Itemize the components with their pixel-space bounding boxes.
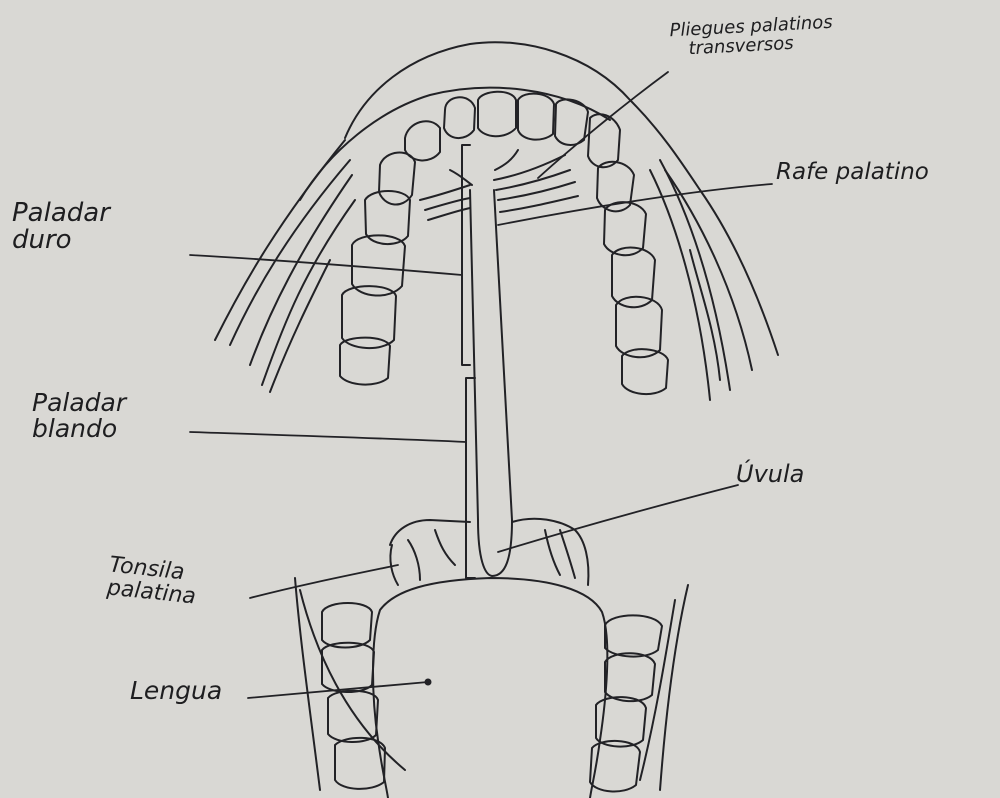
- tongue-outline: [373, 578, 607, 798]
- label-paladar-blando: Paladar blando: [32, 390, 126, 443]
- label-paladar-blando-line1: Paladar: [32, 390, 126, 416]
- label-uvula: Úvula: [736, 462, 804, 487]
- label-paladar-duro: Paladar duro: [12, 200, 110, 255]
- label-paladar-blando-line2: blando: [32, 416, 126, 442]
- leader-paladar-blando: [190, 432, 466, 442]
- label-tonsila-palatina: Tonsila palatina: [106, 553, 200, 608]
- label-paladar-duro-line1: Paladar: [12, 200, 110, 227]
- label-paladar-duro-line2: duro: [12, 227, 110, 254]
- leader-lengua: [248, 682, 428, 698]
- lengua-dot: [426, 680, 431, 685]
- leader-tonsila: [250, 565, 398, 598]
- upper-teeth: [340, 92, 668, 394]
- lower-teeth-right: [590, 615, 662, 791]
- leader-paladar-duro: [190, 255, 462, 275]
- label-rafe-palatino: Rafe palatino: [776, 160, 929, 184]
- palatine-raphe: [470, 190, 512, 576]
- transverse-palatine-folds: [420, 150, 578, 220]
- left-cheek-lines: [215, 140, 355, 392]
- upper-lip-outline: [345, 42, 700, 190]
- lower-cheek-lines: [295, 578, 688, 790]
- leader-pliegues: [538, 72, 668, 178]
- label-lengua: Lengua: [130, 678, 222, 704]
